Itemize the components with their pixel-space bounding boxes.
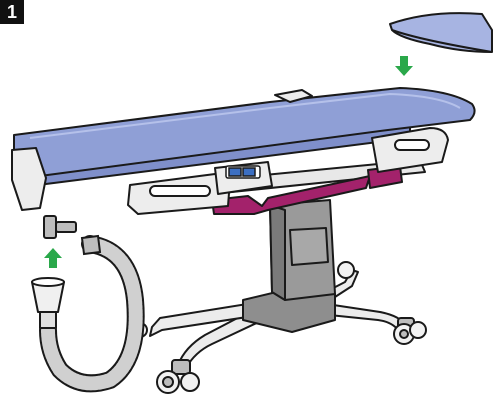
green-arrow-down-icon: [395, 56, 413, 76]
lift-column: [243, 200, 335, 332]
green-arrow-up-icon: [44, 248, 62, 268]
corrugated-hose: [48, 236, 136, 383]
filter-cup: [32, 278, 64, 328]
control-panel[interactable]: [226, 166, 260, 178]
castor-front-right: [394, 318, 426, 344]
castor-front-left: [157, 360, 199, 393]
hose-connector: [44, 216, 76, 238]
step-number-badge: 1: [0, 0, 24, 24]
pillow: [390, 13, 492, 52]
